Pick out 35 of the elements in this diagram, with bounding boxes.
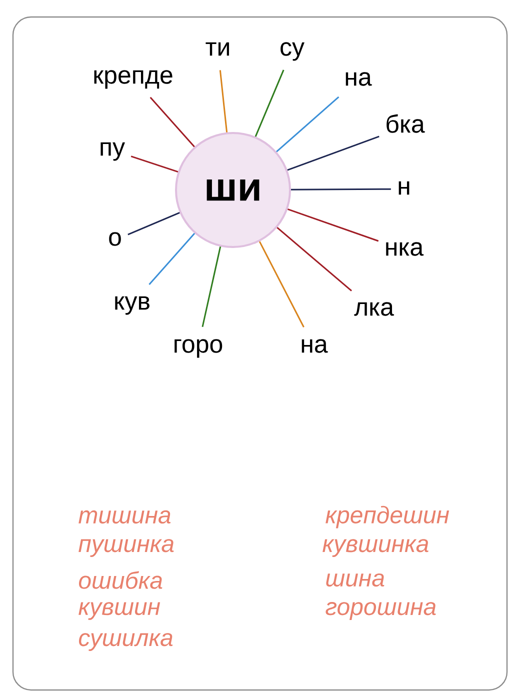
spoke-line bbox=[150, 96, 195, 148]
word-part: н bbox=[398, 181, 410, 195]
spoke-line bbox=[276, 227, 352, 292]
answer-word: горошина bbox=[326, 602, 436, 620]
spoke-line bbox=[276, 96, 340, 152]
spoke-line bbox=[258, 241, 304, 328]
answer-word: тишина bbox=[78, 510, 171, 524]
spoke-line bbox=[287, 136, 380, 171]
answer-word: сушилка bbox=[78, 633, 173, 651]
answer-word: кувшинка bbox=[322, 539, 428, 557]
word-part: горо bbox=[174, 339, 222, 358]
spoke-line bbox=[287, 208, 379, 242]
answer-word: кувшин bbox=[78, 602, 160, 620]
word-part: о bbox=[109, 232, 121, 246]
word-part: на bbox=[346, 72, 372, 86]
spoke-line bbox=[219, 70, 228, 132]
answer-word: пушинка bbox=[78, 539, 174, 557]
word-part: су bbox=[280, 42, 304, 61]
word-part: крепде bbox=[94, 70, 172, 89]
spoke-line bbox=[128, 212, 180, 236]
word-part: пу bbox=[100, 142, 125, 161]
word-part: на bbox=[302, 339, 328, 353]
spoke-line bbox=[148, 232, 196, 286]
word-part: ти bbox=[206, 42, 229, 56]
spoke-line bbox=[291, 188, 391, 190]
answer-word: шина bbox=[326, 573, 384, 587]
word-part: кув bbox=[115, 296, 150, 315]
spoke-line bbox=[130, 156, 178, 172]
spoke-line bbox=[254, 70, 284, 137]
word-part: нка bbox=[386, 242, 424, 256]
word-part: лка bbox=[354, 302, 394, 316]
word-part: бка bbox=[386, 114, 425, 133]
answer-word: крепдешин bbox=[326, 506, 450, 528]
spoke-line bbox=[202, 246, 222, 328]
answer-word: ошибка bbox=[78, 571, 162, 589]
